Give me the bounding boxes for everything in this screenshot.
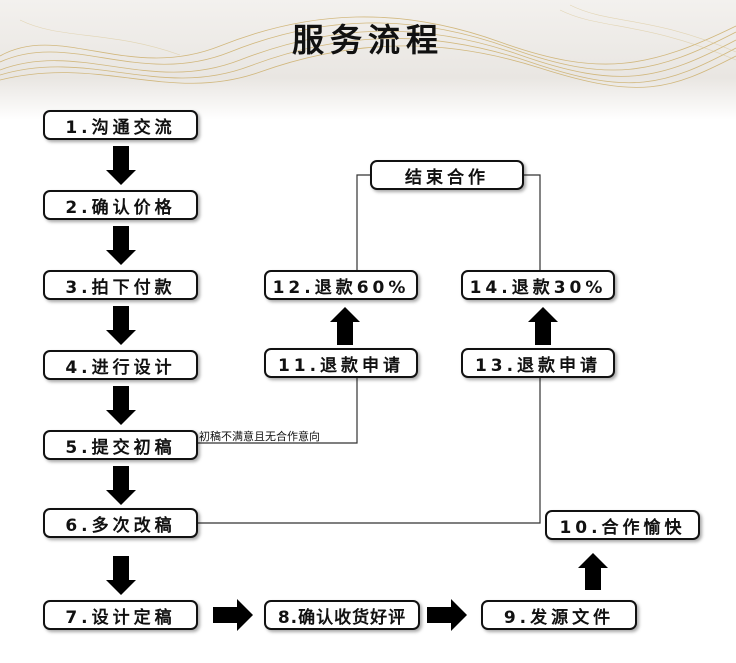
- connector-step6-to-step13: [198, 378, 541, 524]
- arrow-down-1: [106, 146, 136, 185]
- step-11-refund-request: 11.退款申请: [264, 348, 418, 378]
- header-banner: [0, 0, 736, 120]
- step-6-label: 6.多次改稿: [65, 515, 176, 536]
- arrow-down-3: [106, 306, 136, 345]
- arrow-right-7-8: [213, 599, 253, 631]
- step-10-label: 10.合作愉快: [559, 517, 686, 538]
- rejection-note: 初稿不满意且无合作意向: [199, 430, 320, 443]
- step-2-label: 2.确认价格: [65, 197, 176, 218]
- arrow-down-4: [106, 386, 136, 425]
- step-7-label: 7.设计定稿: [65, 607, 176, 628]
- step-7-finalize: 7.设计定稿: [43, 600, 198, 630]
- step-4-label: 4.进行设计: [65, 357, 176, 378]
- step-5-submit-draft: 5.提交初稿: [43, 430, 198, 460]
- step-6-revisions: 6.多次改稿: [43, 508, 198, 538]
- step-14-refund-30: 14.退款30%: [461, 270, 615, 300]
- step-3-payment: 3.拍下付款: [43, 270, 198, 300]
- arrow-down-2: [106, 226, 136, 265]
- step-12-label: 12.退款60%: [272, 277, 410, 298]
- arrow-up-9-10: [578, 553, 608, 590]
- arrow-down-6: [106, 556, 136, 595]
- connector-step5-to-step11: [198, 378, 358, 444]
- step-4-design: 4.进行设计: [43, 350, 198, 380]
- arrow-down-5: [106, 466, 136, 505]
- step-3-label: 3.拍下付款: [65, 277, 176, 298]
- step-8-confirm-receipt: 8.确认收货好评: [264, 600, 420, 630]
- step-11-label: 11.退款申请: [277, 355, 405, 376]
- connector-end-to-step14: [524, 174, 541, 270]
- step-8-label: 8.确认收货好评: [277, 607, 407, 628]
- connector-step12-to-end: [356, 174, 370, 270]
- step-12-refund-60: 12.退款60%: [264, 270, 418, 300]
- page-title: 服务流程: [291, 21, 444, 59]
- step-14-label: 14.退款30%: [469, 277, 607, 298]
- arrow-up-11-12: [330, 307, 360, 345]
- arrow-up-13-14: [528, 307, 558, 345]
- step-2-confirm-price: 2.确认价格: [43, 190, 198, 220]
- step-10-cooperation-done: 10.合作愉快: [545, 510, 700, 540]
- step-1-label: 1.沟通交流: [65, 117, 176, 138]
- step-9-send-files: 9.发源文件: [481, 600, 637, 630]
- end-cooperation-label: 结束合作: [405, 167, 489, 188]
- step-13-label: 13.退款申请: [474, 355, 602, 376]
- arrow-right-8-9: [427, 599, 467, 631]
- step-9-label: 9.发源文件: [503, 607, 615, 628]
- step-5-label: 5.提交初稿: [65, 437, 176, 458]
- step-13-refund-request: 13.退款申请: [461, 348, 615, 378]
- end-cooperation: 结束合作: [370, 160, 524, 190]
- step-1-communicate: 1.沟通交流: [43, 110, 198, 140]
